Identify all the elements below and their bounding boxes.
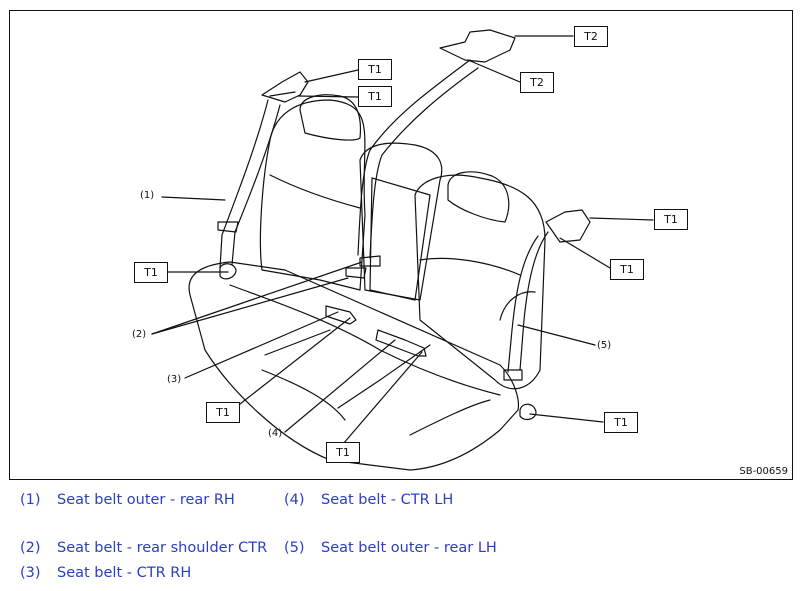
buckle-ctr-rh (325, 305, 357, 325)
legend-number: (1) (20, 492, 41, 508)
legend-text: Seat belt outer - rear RH (57, 492, 235, 508)
belt-outer-lh (507, 231, 549, 373)
leader-n2 (151, 277, 349, 335)
belt-shoulder-ctr (357, 59, 479, 259)
legend-text: Seat belt outer - rear LH (321, 540, 497, 556)
part-label-4: (4) (268, 428, 283, 439)
legend-number: (5) (284, 540, 305, 556)
leader-t1-b (297, 95, 359, 98)
legend-item-4: (4) Seat belt - CTR LH (284, 492, 453, 508)
leader-t1-g (559, 237, 611, 269)
legend-number: (3) (20, 565, 41, 581)
legend-text: Seat belt - rear shoulder CTR (57, 540, 268, 556)
belt-shoulder-ctr-guide (345, 255, 381, 279)
seatback-rh-seam (269, 174, 361, 209)
legend-text: Seat belt - CTR LH (321, 492, 454, 508)
legend-item-5: (5) Seat belt outer - rear LH (284, 540, 497, 556)
torque-label-t1-rh-lower: T1 (358, 86, 392, 107)
legend-number: (2) (20, 540, 41, 556)
leader-t1-d (239, 317, 351, 405)
part-label-2: (2) (132, 329, 147, 340)
leader-t1-a (304, 69, 359, 83)
leader-t1-f (589, 217, 654, 221)
belt-outer-lh-anchor (519, 403, 537, 421)
leader-n1 (161, 196, 226, 201)
torque-label-t1-buckle-lh: T1 (326, 442, 360, 463)
seatback-center (359, 142, 443, 301)
leader-n4 (284, 339, 396, 433)
seat-cushion-crease (229, 284, 501, 396)
buckle-ctr-lh (375, 329, 427, 357)
seat-cushion (188, 261, 520, 471)
leader-n5 (517, 324, 596, 346)
legend-item-1: (1) Seat belt outer - rear RH (20, 492, 235, 508)
legend-item-3: (3) Seat belt - CTR RH (20, 565, 191, 581)
seatback-lh (414, 174, 546, 390)
seatback-lh-seam (419, 257, 521, 276)
legend-number: (4) (284, 492, 305, 508)
torque-label-t1-lh-anchor: T1 (604, 412, 638, 433)
seatback-lh-bolster (499, 291, 536, 321)
torque-label-t1-lh-lower: T1 (610, 259, 644, 280)
belt-outer-rh-retractor (261, 71, 309, 103)
leader-n3 (184, 311, 339, 379)
belt-outer-rh-guide (217, 221, 239, 233)
legend-item-2: (2) Seat belt - rear shoulder CTR (20, 540, 267, 556)
leader-t1-e (342, 351, 423, 445)
belt-outer-rh (219, 99, 281, 269)
torque-label-t1-buckle-rh: T1 (206, 402, 240, 423)
seatback-rh (259, 99, 366, 291)
figure-frame (9, 10, 793, 480)
belt-shoulder-ctr-retractor (439, 29, 516, 63)
leader-t1-h (529, 413, 604, 423)
belt-outer-rh-anchor (219, 263, 237, 280)
torque-label-t1-rh-anchor: T1 (134, 262, 168, 283)
torque-label-t1-rh-upper: T1 (358, 59, 392, 80)
belt-outer-lh-guide (503, 369, 523, 381)
torque-label-t1-lh-upper: T1 (654, 209, 688, 230)
torque-label-t2-top: T2 (574, 26, 608, 47)
figure-id: SB-00659 (739, 466, 788, 477)
seat-cushion-seam (261, 329, 491, 436)
leader-t2-b (467, 59, 521, 83)
part-label-5: (5) (597, 340, 612, 351)
leader-n2b (151, 261, 363, 335)
headrest-lh (447, 171, 510, 223)
part-label-3: (3) (167, 374, 182, 385)
center-panel (369, 177, 431, 301)
part-label-1: (1) (140, 190, 155, 201)
belt-outer-lh-retractor (545, 209, 591, 243)
legend-text: Seat belt - CTR RH (57, 565, 192, 581)
torque-label-t2-mid: T2 (520, 72, 554, 93)
